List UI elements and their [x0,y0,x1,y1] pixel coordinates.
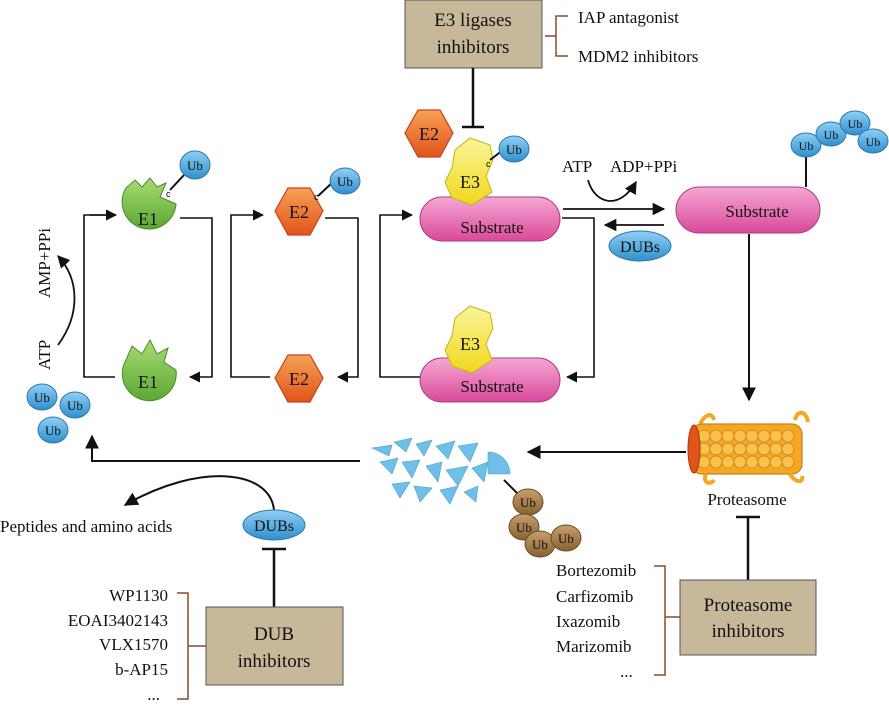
peptide-fragments [370,437,511,505]
iap-antagonist-label: IAP antagonist [578,8,679,27]
thioester-c-e1: c [166,189,171,199]
substrate-top-label: Substrate [460,218,523,237]
released-ub-4-label: Ub [558,531,574,546]
thioester-c-e3: c [486,159,491,169]
e1-top-label: E1 [138,209,158,229]
e2-top-label: E2 [289,202,309,222]
proteasome-box-line1: Proteasome [704,595,793,616]
e2-at-e3-label: E2 [419,124,439,144]
free-ub-1-label: Ub [34,390,50,405]
polyub-2-label: Ub [824,128,839,142]
released-ub-3-label: Ub [532,537,548,552]
atp-right-label: ATP [562,157,592,176]
peptides-label: Peptides and amino acids [0,517,172,536]
e1-ub-bond [169,174,185,191]
e3-inhibitor-bracket [545,15,568,57]
polyub-4 [857,128,889,154]
proteasome-label: Proteasome [707,490,786,509]
ub-on-e1 [179,150,211,180]
dubs-top-label: DUBs [620,239,660,256]
substrate-polyub-label: Substrate [725,202,788,221]
adp-ppi-label: ADP+PPi [610,157,678,176]
dubs-bottom[interactable] [242,509,306,541]
polyub-1-label: Ub [799,139,814,153]
e2-bottom-label: E2 [289,369,309,389]
e2-at-e3 [404,109,454,158]
substrate-top [419,196,561,242]
thioester-c-e2: c [314,192,319,202]
b-ap15-label: b-AP15 [115,660,168,679]
proteasome-complex [687,410,810,485]
e2-charged-enzyme [274,187,324,236]
free-ub-2 [59,391,91,419]
marizomib-label: Marizomib [556,637,632,656]
dub-box-line1: DUB [254,624,294,645]
substrate-polyub [675,186,821,234]
e1-cycle-path [83,214,116,378]
polyub-4-label: Ub [866,135,881,149]
carfizomib-label: Carfizomib [556,587,633,606]
polyub-3-label: Ub [848,117,863,131]
proteasome-ellipsis-label: ... [620,662,633,681]
e3-top-enzyme [444,137,494,206]
polyub-2 [815,121,847,147]
e3-box-line2: inhibitors [437,37,510,58]
free-ub-3 [37,416,69,444]
substrate-bottom-label: Substrate [460,377,523,396]
vlx1570-label: VLX1570 [99,635,168,654]
free-ub-1 [26,383,58,411]
e1-charged-enzyme [121,177,177,230]
atp-adp-arrow [587,179,637,202]
e2-cycle-right [325,217,359,383]
released-ub-1-label: Ub [520,495,536,510]
eoai3402143-label: EOAI3402143 [68,611,168,630]
dub-inhibitors-box [205,606,344,686]
free-ub-2-label: Ub [67,398,83,413]
e3-cycle-right [562,217,595,383]
atp-amp-arrow [57,255,76,346]
dubs-bottom-label: DUBs [254,518,294,535]
e1-free-enzyme [121,338,177,402]
dub-ellipsis-label: ... [147,685,160,704]
proteasome-inhibitors-box [679,579,817,656]
dub-inhibitor-bracket [177,592,206,700]
ub-on-e2-label: Ub [337,174,353,189]
e2-free-enzyme [274,354,324,403]
e3-inhibitors-box [404,0,543,69]
e1-bottom-label: E1 [138,372,158,392]
dubs-top[interactable] [608,230,672,262]
polyub-3 [839,110,871,136]
released-ub-4 [550,524,582,552]
e3-cycle-left [379,209,420,378]
mdm2-inhibitors-label: MDM2 inhibitors [578,47,698,66]
e2-cycle-left [230,209,270,378]
dubs-to-peptides-arrow [123,475,275,511]
ub-on-e1-label: Ub [187,158,203,173]
ub-recycling-arrow [85,434,360,462]
ub-on-e3-label: Ub [506,142,522,157]
proteasome-inhibitor-bracket [654,565,680,676]
e3-box-line1: E3 ligases [434,10,512,31]
amp-ppi-label: AMP+PPi [35,228,54,298]
ixazomib-label: Ixazomib [556,612,620,631]
atp-left-label: ATP [35,340,54,370]
free-ub-3-label: Ub [45,423,61,438]
released-ub-2-label: Ub [516,520,532,535]
ub-on-e3 [498,135,530,163]
wp1130-label: WP1130 [109,586,168,605]
dub-box-line2: inhibitors [238,651,311,672]
polyub-1 [790,132,822,158]
e3-bottom-enzyme [444,305,494,374]
bortezomib-label: Bortezomib [556,561,636,580]
e1-cycle-right [180,217,213,383]
e3-bottom-label: E3 [460,334,480,354]
e3-top-label: E3 [460,172,480,192]
ub-on-e2 [329,167,361,195]
proteasome-box-line2: inhibitors [712,621,785,642]
